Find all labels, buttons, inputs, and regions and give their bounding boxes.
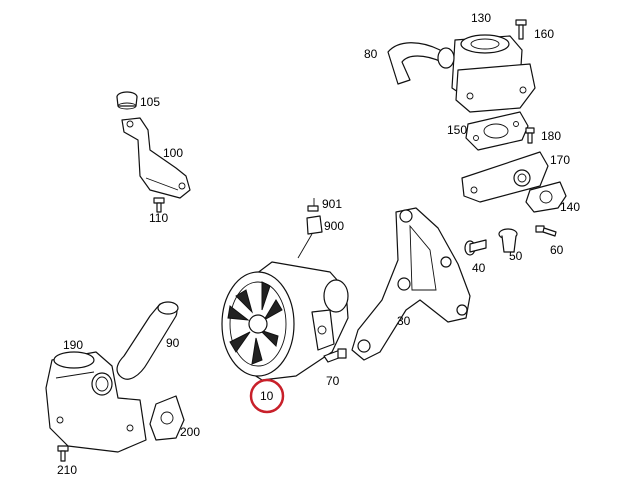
callout-60[interactable]: 60 (550, 243, 564, 257)
callout-90[interactable]: 90 (166, 336, 180, 350)
gasket-part (465, 111, 529, 151)
hose-part (387, 42, 455, 85)
callout-170[interactable]: 170 (550, 153, 570, 167)
callout-190[interactable]: 190 (63, 338, 83, 352)
callout-30[interactable]: 30 (397, 314, 411, 328)
bolt-part (535, 225, 557, 237)
callout-105[interactable]: 105 (140, 95, 160, 109)
bolt-part (515, 19, 527, 40)
connector-part (297, 198, 323, 259)
callout-901[interactable]: 901 (322, 197, 342, 211)
callout-10[interactable]: 10 (260, 389, 274, 403)
air-pump-part (221, 261, 349, 381)
callout-210[interactable]: 210 (57, 463, 77, 477)
callout-200[interactable]: 200 (180, 425, 200, 439)
bracket-part (461, 151, 549, 203)
valve-housing-part (451, 34, 536, 113)
bolt-part (57, 445, 69, 462)
callout-100[interactable]: 100 (163, 146, 183, 160)
bracket-part (121, 117, 191, 199)
bolt-part (323, 348, 347, 363)
callout-110[interactable]: 110 (149, 211, 168, 225)
hose-part (116, 301, 179, 380)
cap-part (116, 91, 138, 110)
gasket-part (525, 181, 567, 213)
callout-70[interactable]: 70 (326, 374, 340, 388)
bolt-part (525, 127, 535, 144)
highlight-circle (249, 378, 285, 414)
mounting-bracket-part (351, 207, 471, 361)
gasket-part (149, 395, 185, 441)
callout-160[interactable]: 160 (534, 27, 554, 41)
callout-180[interactable]: 180 (541, 129, 561, 143)
callout-150[interactable]: 150 (447, 123, 467, 137)
callout-50[interactable]: 50 (509, 249, 523, 263)
washer-part (464, 239, 487, 256)
callout-130[interactable]: 130 (471, 11, 491, 25)
callout-80[interactable]: 80 (364, 47, 378, 61)
bolt-part (153, 197, 165, 213)
spacer-part (498, 228, 518, 253)
callout-40[interactable]: 40 (472, 261, 486, 275)
valve-part (45, 351, 147, 453)
callout-900[interactable]: 900 (324, 219, 344, 233)
callout-140[interactable]: 140 (560, 200, 580, 214)
